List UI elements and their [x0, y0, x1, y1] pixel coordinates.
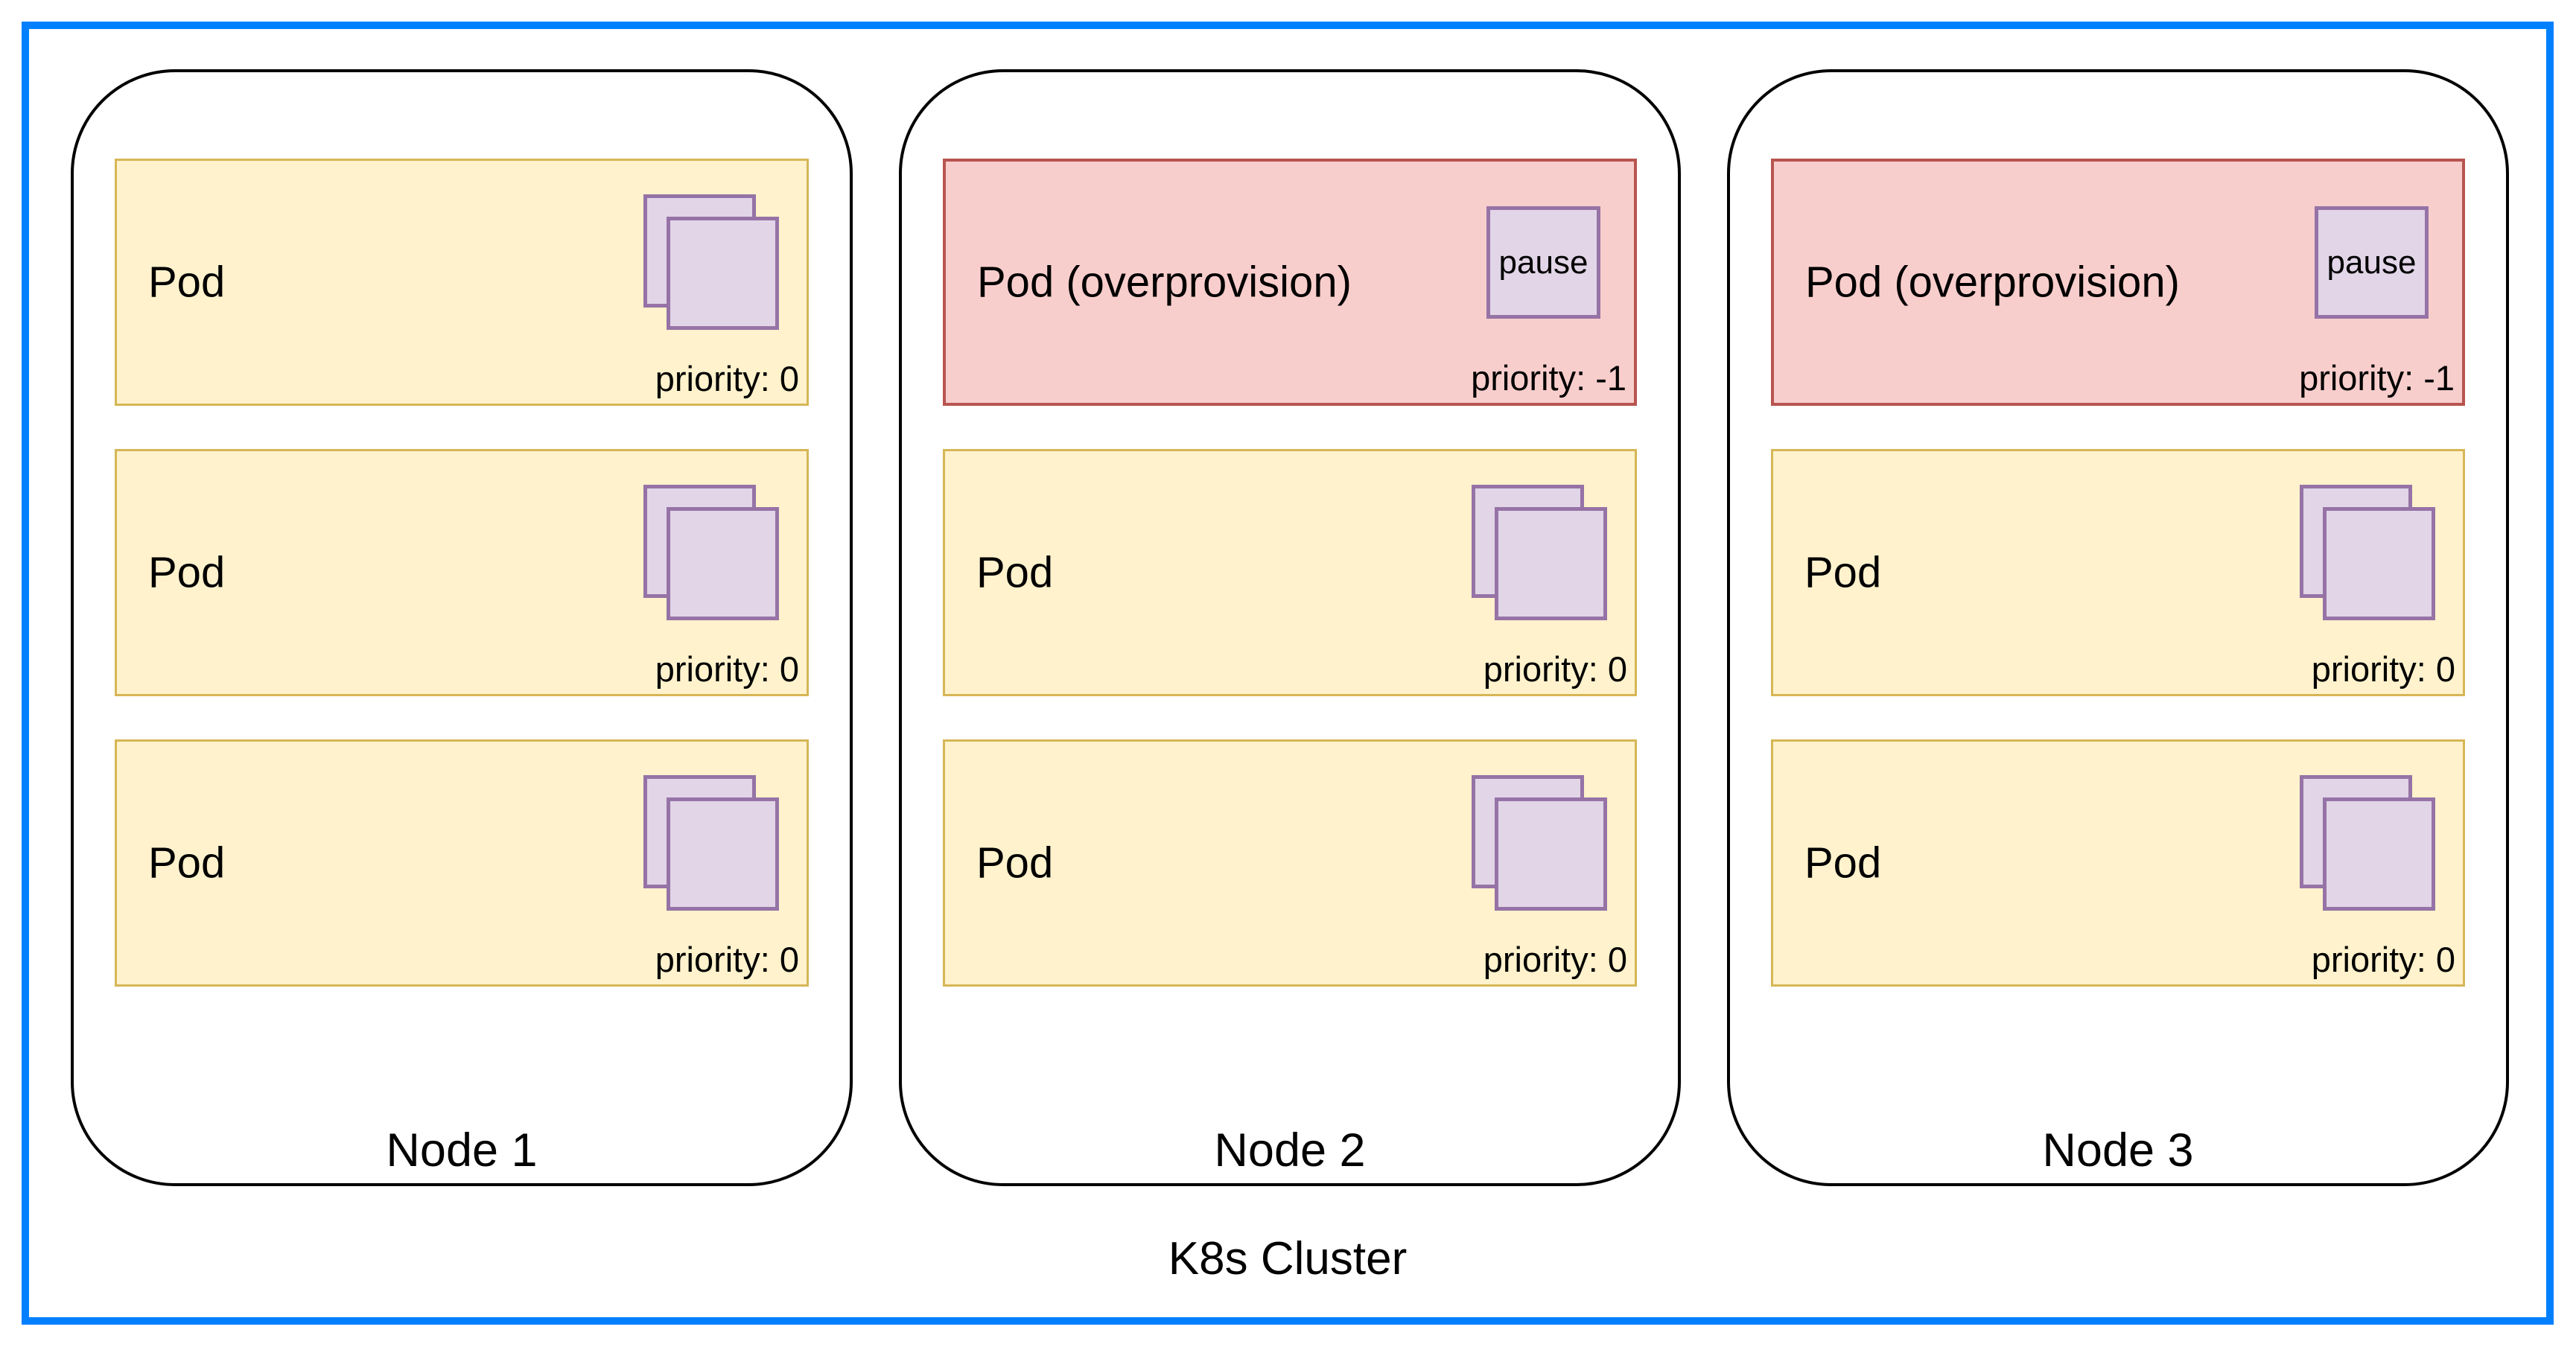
cluster-label: K8s Cluster	[1168, 1232, 1408, 1284]
pod-priority: priority: 0	[655, 940, 799, 979]
node-2: Pod (overprovision) pause priority: -1 P…	[899, 69, 1681, 1186]
pod-priority: priority: -1	[2299, 358, 2455, 398]
cluster-boundary: K8s Cluster	[22, 22, 2554, 1325]
pod-priority: priority: 0	[655, 649, 799, 689]
containers-icon	[643, 194, 779, 330]
pod-priority: priority: 0	[2311, 649, 2455, 689]
pod-label: Pod	[148, 258, 226, 307]
pod: Pod priority: 0	[1771, 739, 2465, 987]
node-1: Pod priority: 0 Pod priority: 0 Pod prio…	[71, 69, 853, 1186]
containers-icon	[2300, 775, 2435, 911]
pod-overprovision: Pod (overprovision) pause priority: -1	[943, 159, 1637, 406]
containers-icon	[2300, 485, 2435, 620]
pause-container-badge: pause	[2315, 206, 2429, 319]
containers-icon	[1472, 485, 1607, 620]
pod-label: Pod	[1804, 838, 1882, 888]
pod-label: Pod	[976, 548, 1054, 597]
containers-icon	[643, 485, 779, 620]
pod-priority: priority: -1	[1471, 358, 1626, 398]
node-3: Pod (overprovision) pause priority: -1 P…	[1727, 69, 2509, 1186]
pod: Pod priority: 0	[115, 739, 809, 987]
pod: Pod priority: 0	[1771, 449, 2465, 696]
pod-priority: priority: 0	[1483, 649, 1627, 689]
pause-container-badge: pause	[1486, 206, 1600, 319]
node-label: Node 2	[1214, 1124, 1366, 1176]
pod: Pod priority: 0	[115, 449, 809, 696]
pod: Pod priority: 0	[115, 159, 809, 406]
pod: Pod priority: 0	[943, 449, 1637, 696]
pod-priority: priority: 0	[655, 359, 799, 398]
pod-label: Pod	[976, 838, 1054, 888]
node-label: Node 1	[386, 1124, 538, 1176]
pod-label: Pod	[148, 838, 226, 888]
pod-priority: priority: 0	[1483, 940, 1627, 979]
containers-icon	[1472, 775, 1607, 911]
containers-icon	[643, 775, 779, 911]
pod-label: Pod	[148, 548, 226, 597]
pod-label: Pod (overprovision)	[1805, 258, 2180, 307]
pod-label: Pod (overprovision)	[977, 258, 1352, 307]
pod-priority: priority: 0	[2311, 940, 2455, 979]
pod-overprovision: Pod (overprovision) pause priority: -1	[1771, 159, 2465, 406]
node-label: Node 3	[2042, 1124, 2194, 1176]
container-front-rect	[667, 217, 779, 330]
container-front-rect	[2323, 507, 2435, 620]
container-front-rect	[2323, 797, 2435, 911]
container-front-rect	[1495, 797, 1607, 911]
pod-label: Pod	[1804, 548, 1882, 597]
container-front-rect	[1495, 507, 1607, 620]
container-front-rect	[667, 507, 779, 620]
container-front-rect	[667, 797, 779, 911]
pod: Pod priority: 0	[943, 739, 1637, 987]
